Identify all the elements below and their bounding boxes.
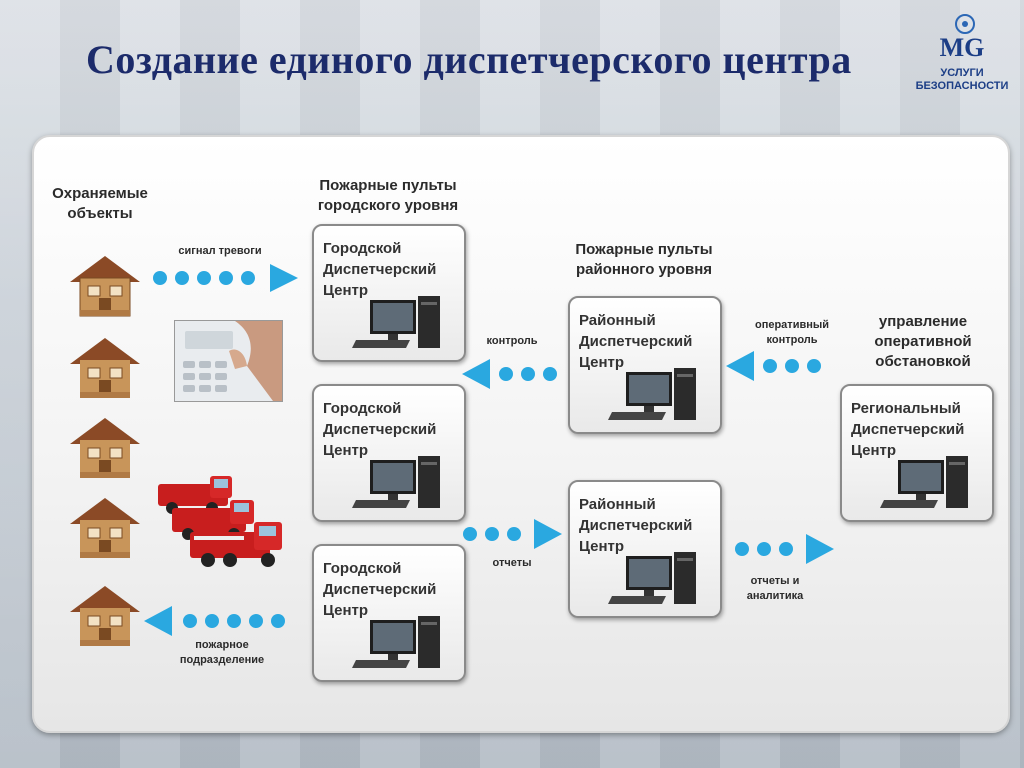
logo-line2: БЕЗОПАСНОСТИ (915, 80, 1009, 92)
label-protected-objects: Охраняемые объекты (52, 185, 148, 222)
regional-center-label: Региональный Диспетчерский Центр (851, 400, 965, 459)
logo-mark-icon: MG (940, 14, 985, 62)
house-icon (70, 338, 140, 398)
arrow-reports (463, 519, 562, 549)
arrow-alarm-signal (153, 264, 298, 292)
label-control: контроль (486, 335, 538, 347)
computer-icon (608, 368, 696, 420)
city-dispatch-center: Городской Диспетчерский Центр (312, 224, 466, 362)
logo-line1: УСЛУГИ (940, 67, 984, 79)
logo: MG УСЛУГИ БЕЗОПАСНОСТИ (912, 14, 1012, 98)
page-title: Создание единого диспетчерского центра (86, 37, 852, 82)
city-dispatch-center: Городской Диспетчерский Центр (312, 544, 466, 682)
label-reports-analytics: отчеты и аналитика (746, 575, 804, 602)
label-alarm-signal: сигнал тревоги (178, 245, 262, 257)
label-city-level: Пожарные пульты городского уровня (317, 177, 459, 214)
arrow-control (462, 359, 557, 389)
label-operational-control: оперативный контроль (754, 319, 830, 346)
district-dispatch-center: Районный Диспетчерский Центр (568, 296, 722, 434)
city-center-label: Городской Диспетчерский Центр (323, 560, 437, 619)
keypad-photo (174, 320, 283, 402)
arrow-fire-unit (144, 606, 285, 636)
computer-icon (352, 456, 440, 508)
city-dispatch-center: Городской Диспетчерский Центр (312, 384, 466, 522)
computer-icon (352, 296, 440, 348)
house-icon (70, 498, 140, 558)
computer-icon (352, 616, 440, 668)
computer-icon (880, 456, 968, 508)
regional-dispatch-center: Региональный Диспетчерский Центр (840, 384, 994, 522)
house-icon (70, 418, 140, 478)
label-fire-unit: пожарное подразделение (179, 639, 265, 666)
label-reports: отчеты (492, 557, 532, 569)
house-icon (70, 256, 140, 317)
district-center-label: Районный Диспетчерский Центр (579, 496, 693, 555)
computer-icon (608, 552, 696, 604)
district-dispatch-center: Районный Диспетчерский Центр (568, 480, 722, 618)
label-management: управление оперативной обстановкой (874, 313, 972, 370)
district-center-label: Районный Диспетчерский Центр (579, 312, 693, 371)
arrow-reports-analytics (735, 534, 834, 564)
city-center-label: Городской Диспетчерский Центр (323, 240, 437, 299)
svg-text:MG: MG (940, 33, 985, 62)
city-center-label: Городской Диспетчерский Центр (323, 400, 437, 459)
arrow-operational-control (726, 351, 821, 381)
label-district-level: Пожарные пульты районного уровня (575, 241, 713, 278)
fire-truck-icon (158, 476, 282, 567)
house-icon (70, 586, 140, 646)
